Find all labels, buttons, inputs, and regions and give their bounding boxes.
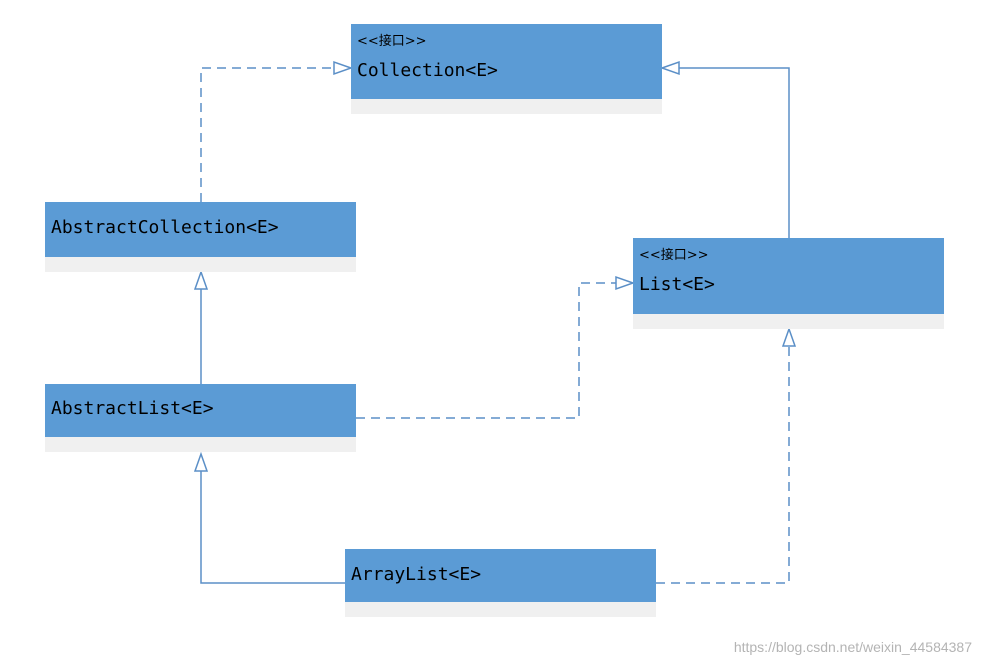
class-collection-header xyxy=(351,24,662,99)
connector-abstractcollection-collection xyxy=(200,60,354,202)
class-list[interactable]: <<接口>> List<E> xyxy=(633,238,944,329)
class-abstract-list[interactable]: AbstractList<E> xyxy=(45,384,356,452)
class-abstract-collection-name: AbstractCollection<E> xyxy=(51,217,279,238)
class-collection-body xyxy=(351,99,662,114)
class-abstract-collection-header xyxy=(45,202,356,257)
class-list-body xyxy=(633,314,944,329)
class-collection-stereotype: <<接口>> xyxy=(357,34,427,49)
class-list-stereotype: <<接口>> xyxy=(639,248,709,263)
connector-arraylist-list xyxy=(656,326,797,584)
class-collection[interactable]: <<接口>> Collection<E> xyxy=(351,24,662,114)
class-abstract-list-header xyxy=(45,384,356,437)
class-array-list-name: ArrayList<E> xyxy=(351,564,482,585)
class-array-list[interactable]: ArrayList<E> xyxy=(345,549,656,617)
class-collection-name: Collection<E> xyxy=(357,60,498,81)
class-array-list-header xyxy=(345,549,656,602)
watermark-text: https://blog.csdn.net/weixin_44584387 xyxy=(733,639,972,655)
connector-list-collection xyxy=(659,60,790,238)
class-abstract-collection[interactable]: AbstractCollection<E> xyxy=(45,202,356,272)
class-array-list-body xyxy=(345,602,656,617)
class-abstract-list-name: AbstractList<E> xyxy=(51,398,214,419)
class-abstract-list-body xyxy=(45,437,356,452)
class-abstract-collection-body xyxy=(45,257,356,272)
class-list-name: List<E> xyxy=(639,274,715,295)
connector-arraylist-abstractlist xyxy=(193,451,345,584)
class-list-header xyxy=(633,238,944,314)
connector-abstractlist-list xyxy=(356,275,636,419)
connector-abstractlist-abstractcollection xyxy=(193,269,209,384)
